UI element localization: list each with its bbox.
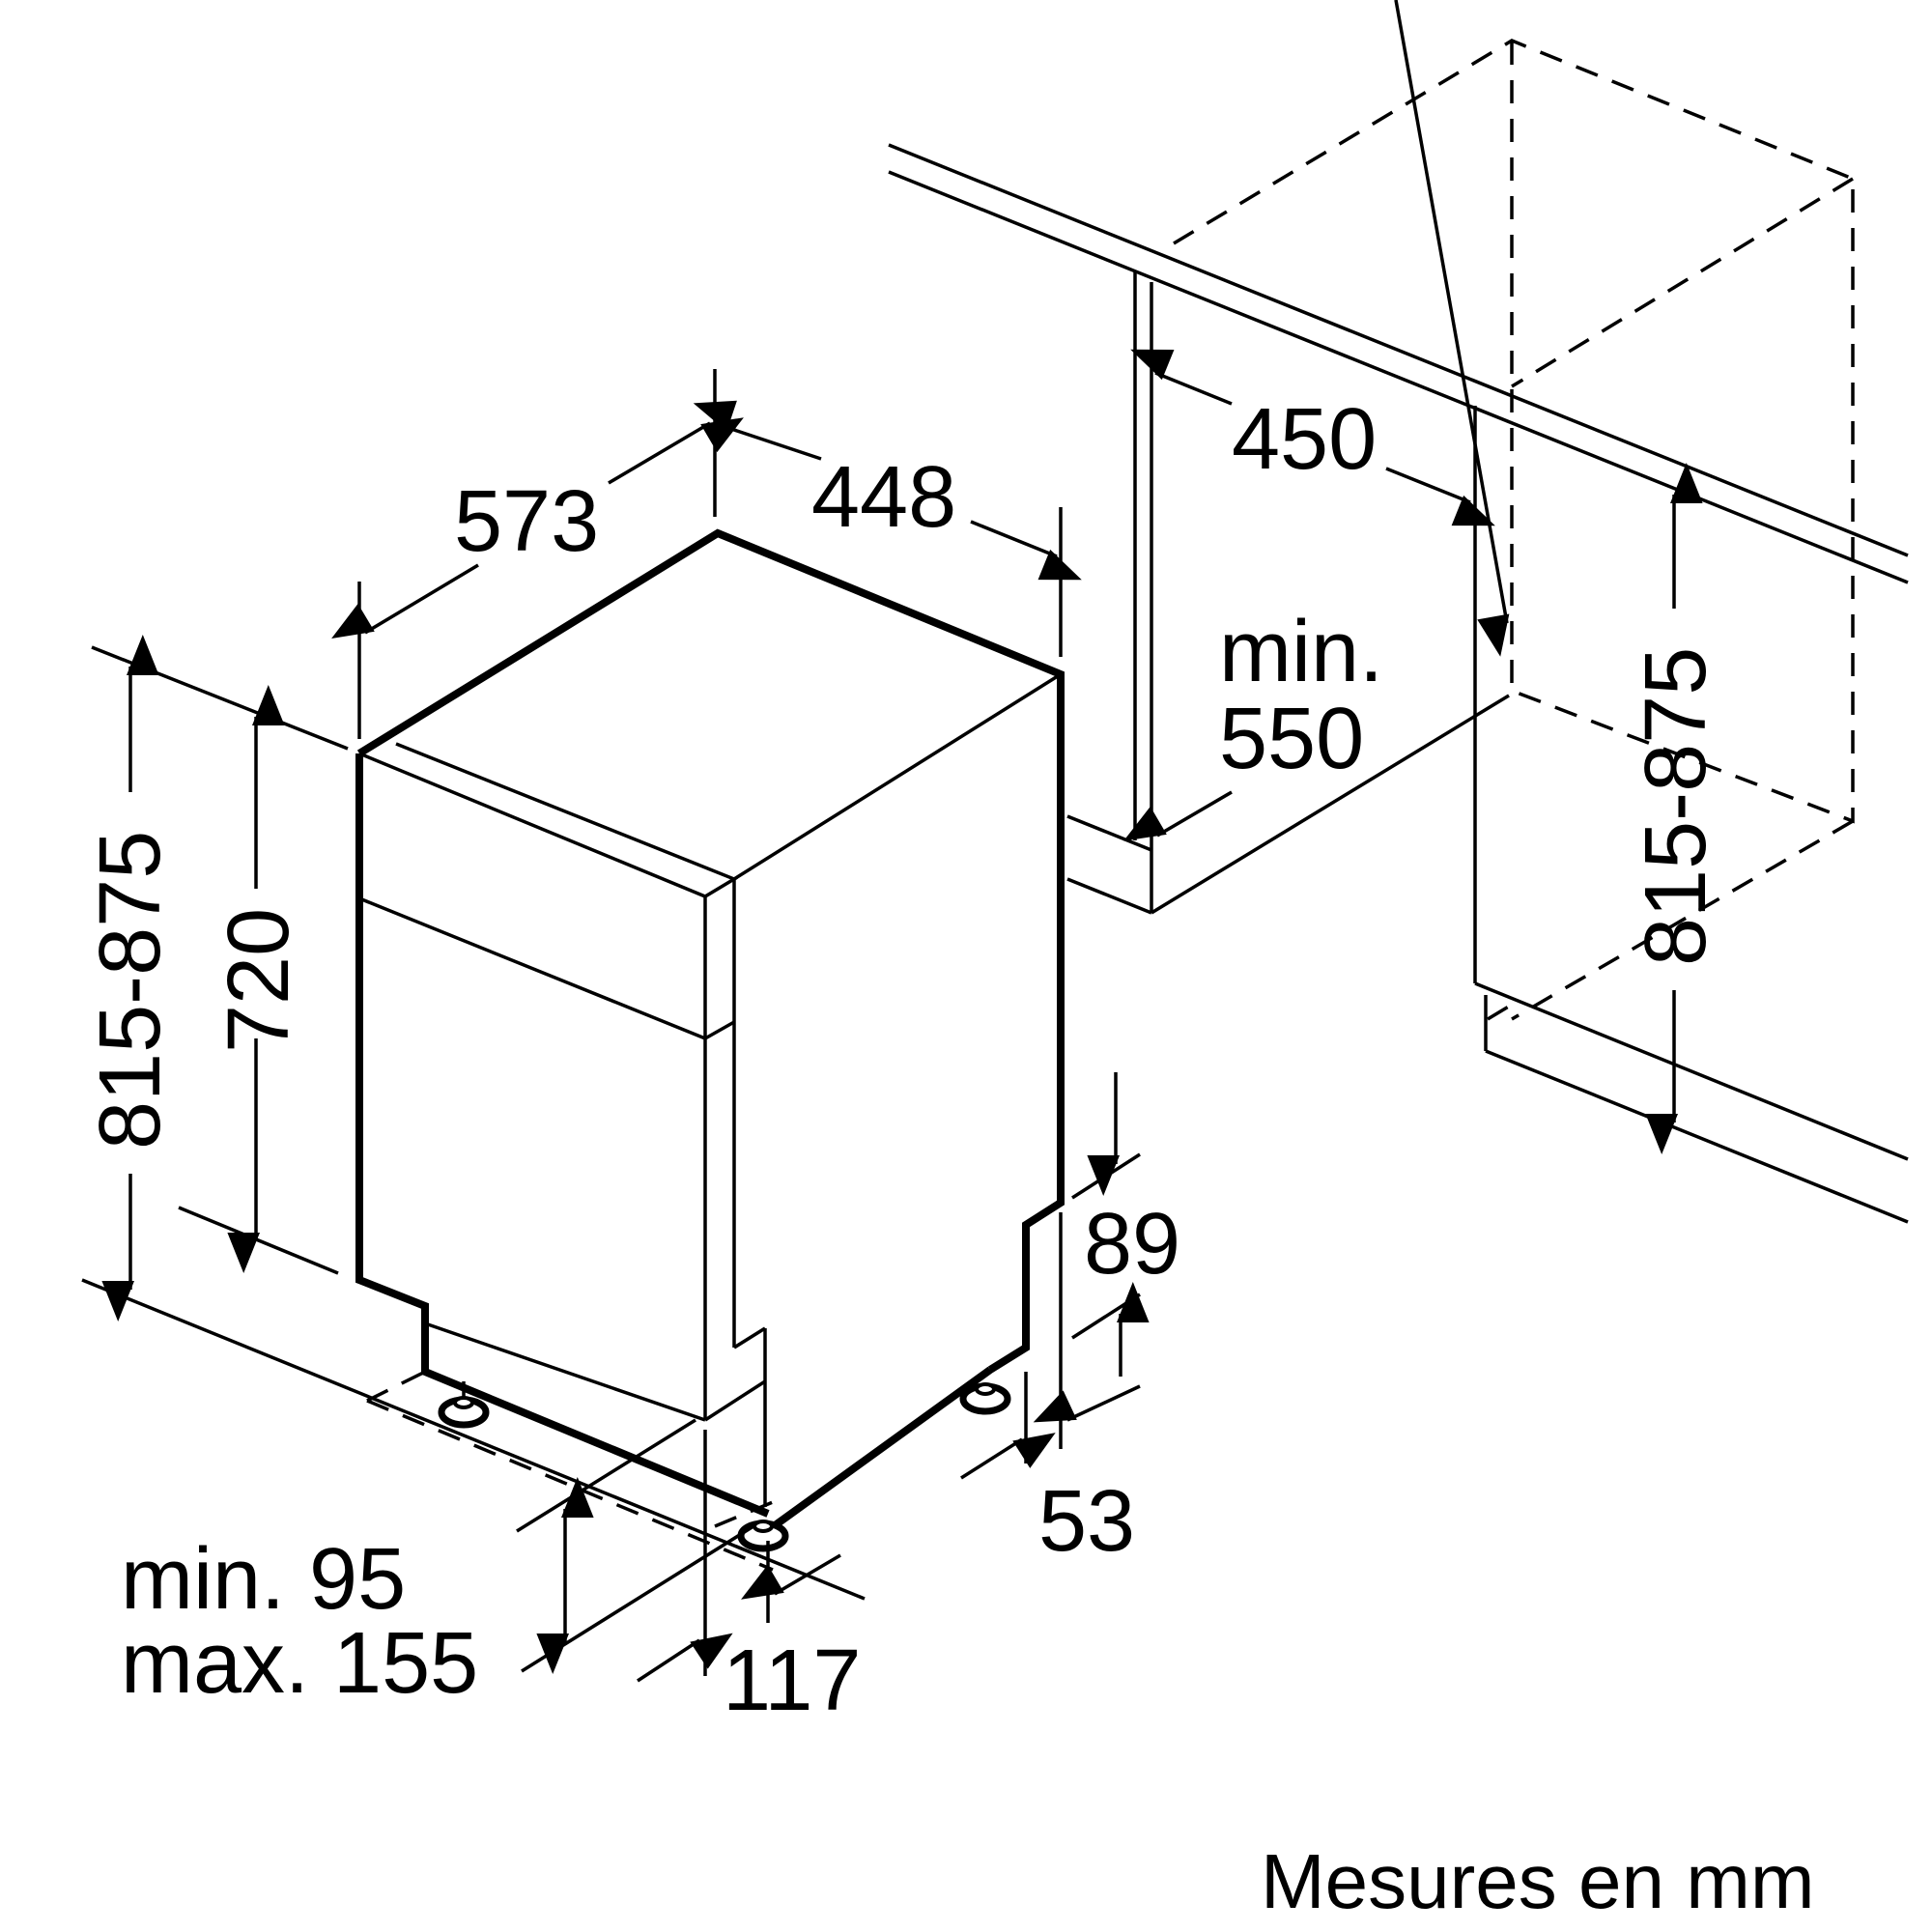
dishwasher-outline <box>355 528 1065 1535</box>
label-720: 720 <box>211 908 307 1053</box>
front-panel-bottom <box>424 1321 706 1422</box>
upper-cabinet-outline <box>1173 39 1855 824</box>
label-53: 53 <box>1038 1473 1135 1570</box>
foot-front-left <box>438 1381 490 1429</box>
dishwasher-body <box>81 528 1065 1601</box>
plinth-line-1 <box>1474 981 1909 1161</box>
niche-cabinet <box>888 39 1909 1224</box>
plinth-line-2 <box>1485 1049 1909 1224</box>
foot-rear-right <box>959 1382 1011 1415</box>
label-min-95: min. 95 <box>121 1531 406 1628</box>
floor-line-left <box>81 1278 866 1601</box>
foot-front-right <box>737 1520 789 1552</box>
caption-units: Mesures en mm <box>1261 1838 1814 1924</box>
label-117: 117 <box>723 1633 861 1729</box>
label-89: 89 <box>1084 1196 1180 1293</box>
label-815-875-right: 815-875 <box>1628 647 1724 966</box>
label-448: 448 <box>811 449 956 546</box>
label-min: min. <box>1219 604 1383 700</box>
worktop-top-edge <box>888 143 1909 557</box>
worktop-bottom-edge <box>888 170 1909 584</box>
dimension-lines <box>91 0 1703 1683</box>
front-panel-divider <box>358 896 706 1040</box>
label-550: 550 <box>1219 691 1364 787</box>
label-450: 450 <box>1232 391 1377 488</box>
label-573: 573 <box>454 473 599 570</box>
dimension-labels: 573 448 815-875 720 450 min. 550 815-875… <box>82 391 1814 1924</box>
niche-floor-edge <box>1151 694 1510 915</box>
label-815-875-left: 815-875 <box>82 831 179 1150</box>
label-max-155: max. 155 <box>121 1615 478 1712</box>
floor-projection <box>366 1399 774 1572</box>
front-panel-top <box>358 742 738 898</box>
